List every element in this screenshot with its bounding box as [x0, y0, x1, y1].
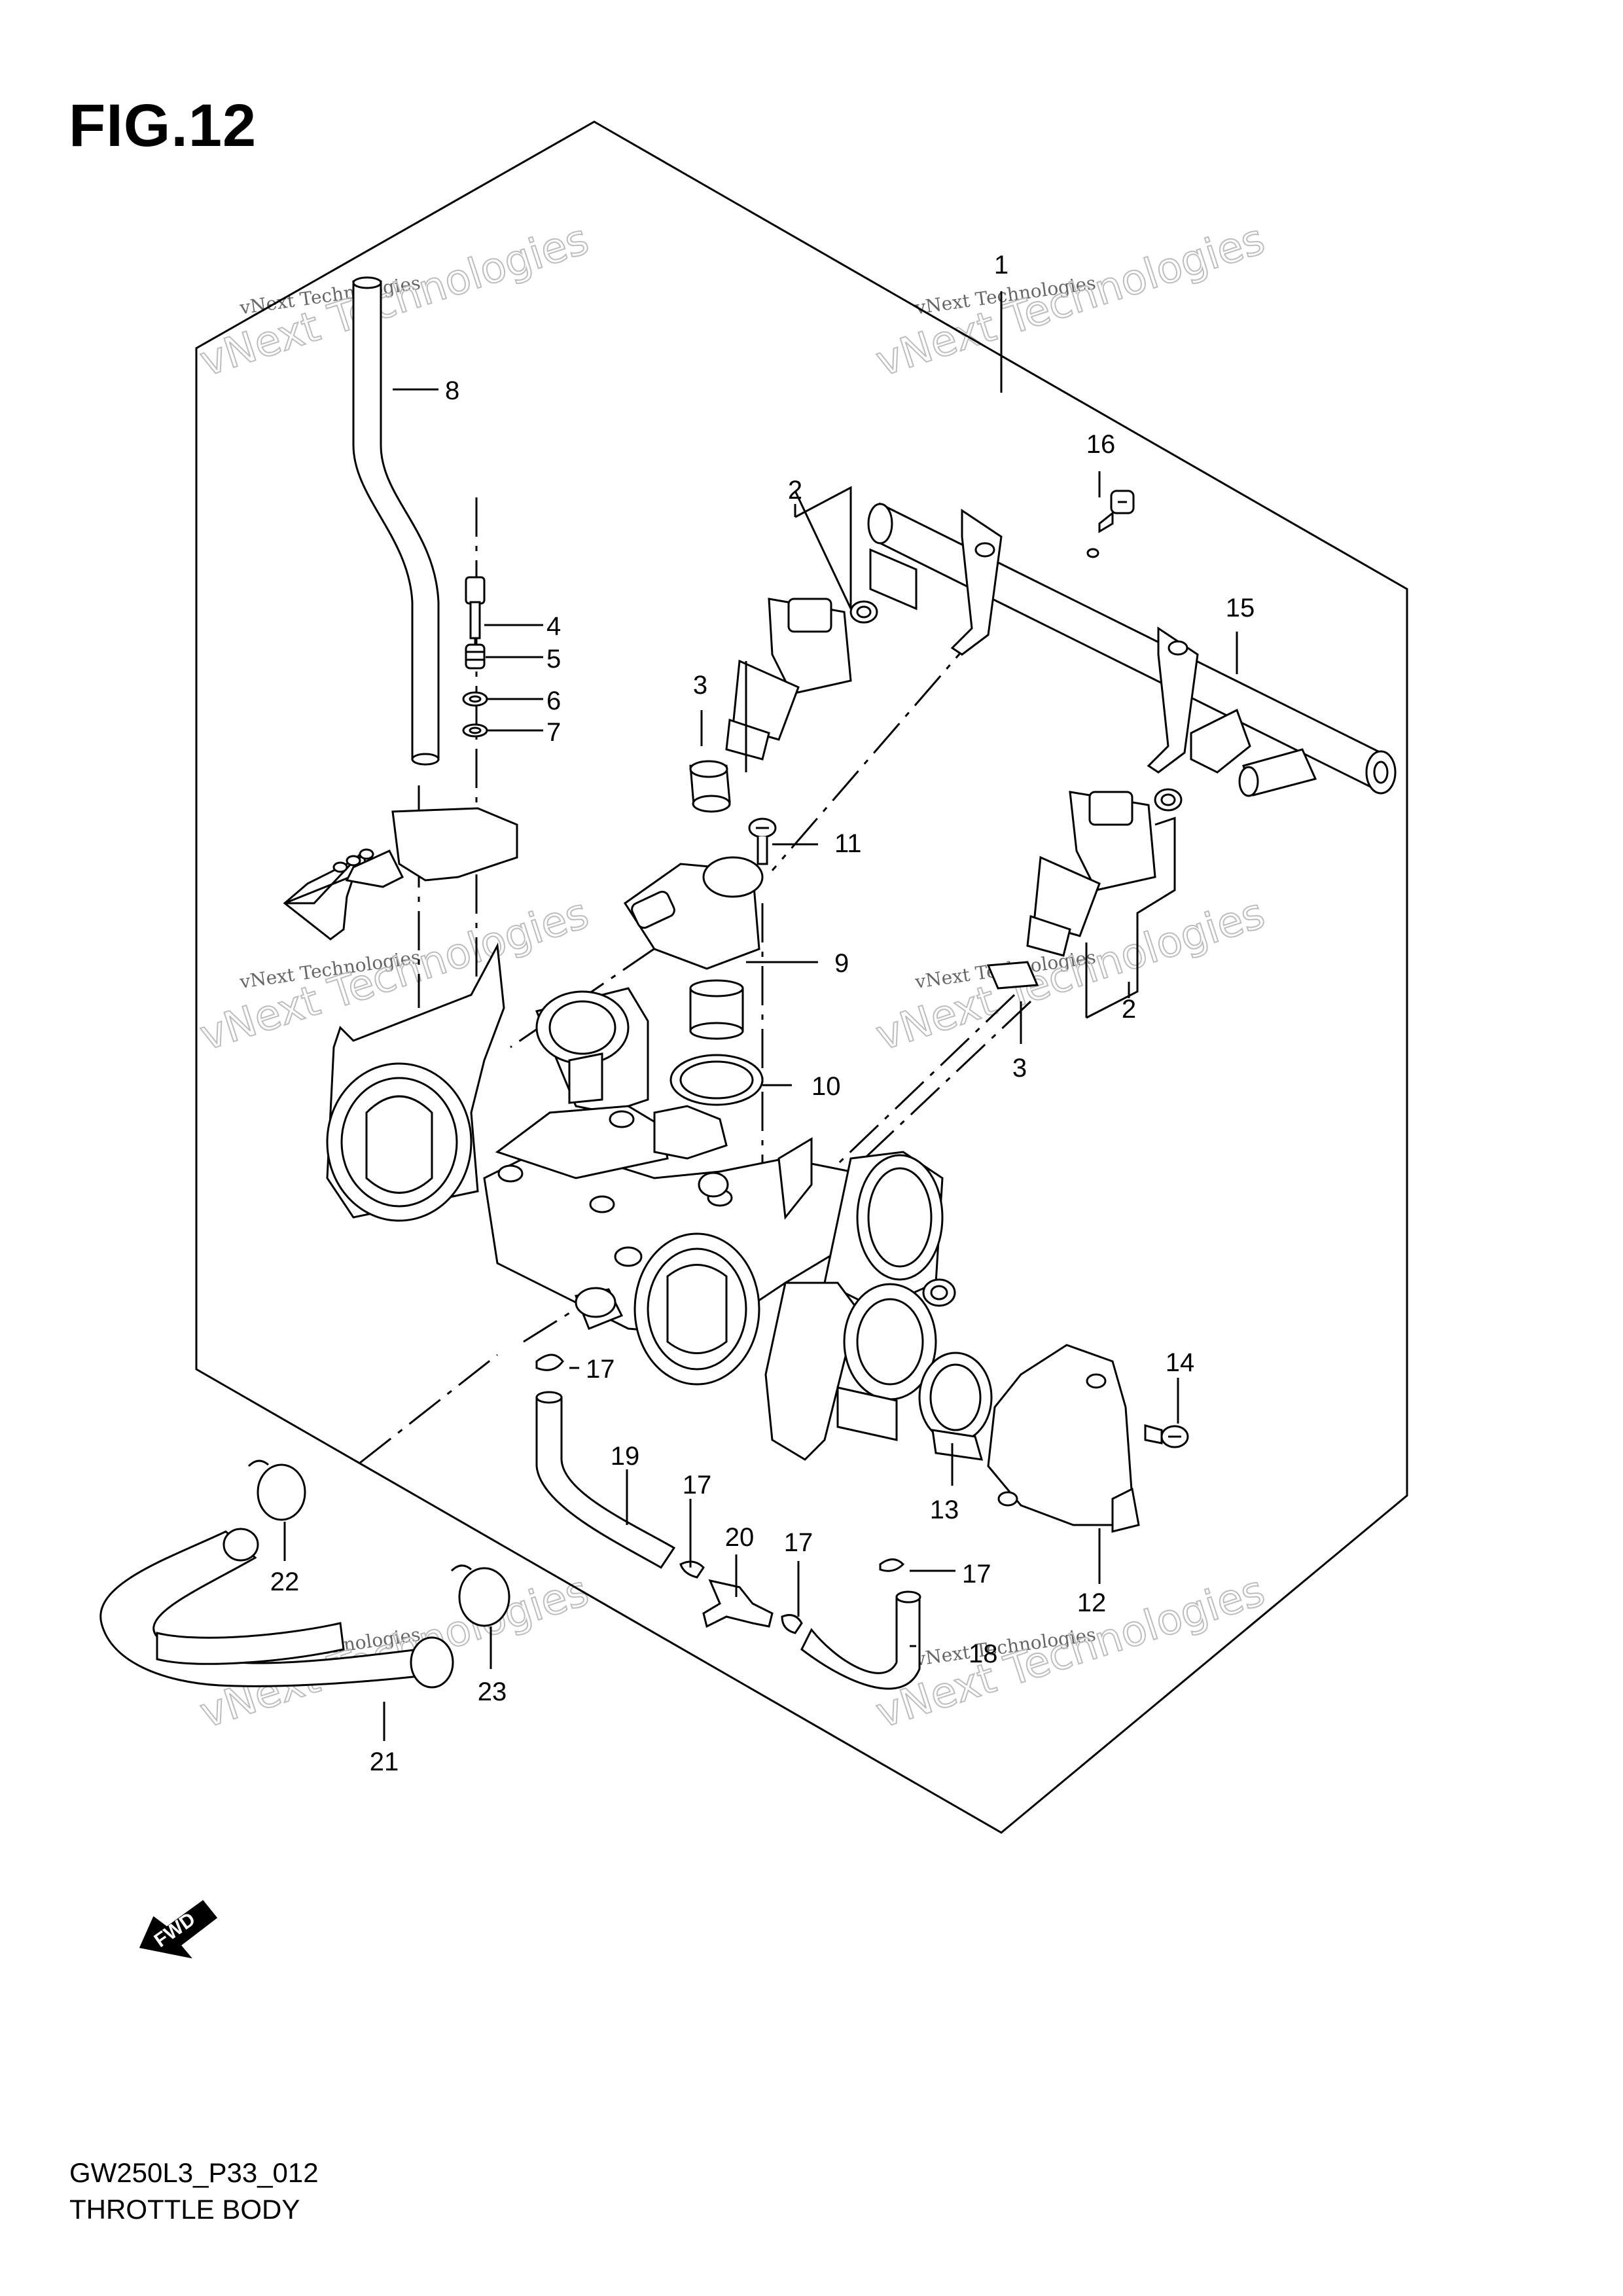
screw-16: [1098, 490, 1135, 533]
callout-10: 10: [812, 1072, 841, 1101]
callout-11: 11: [834, 829, 862, 858]
seal-ring-13: [918, 1352, 993, 1461]
hose-end: [352, 276, 382, 289]
callout-3-lower: 3: [1012, 1054, 1027, 1083]
callout-2-upper: 2: [788, 476, 802, 505]
callout-labels: 1 2 2 3 3 4 5 6 7 8 9 10 11 12 13 14 15 …: [270, 251, 1255, 1776]
callout-13: 13: [930, 1496, 959, 1524]
callout-2-lower: 2: [1122, 995, 1136, 1024]
clamps-17: [535, 1354, 905, 1634]
hose-18: [800, 1596, 921, 1690]
callout-3-upper: 3: [693, 671, 707, 700]
screw-11: [748, 817, 777, 865]
adjust-screw-stack: [462, 576, 488, 738]
screw-14: [1144, 1424, 1189, 1448]
section-name: THROTTLE BODY: [69, 2194, 300, 2225]
cushion-3-lower: [986, 961, 1039, 990]
callout-4: 4: [546, 612, 561, 641]
fuel-injector-lower: [1026, 788, 1183, 957]
callout-15: 15: [1226, 594, 1255, 622]
figure-title: FIG.12: [69, 92, 257, 159]
callout-22: 22: [270, 1568, 300, 1596]
callout-12: 12: [1077, 1588, 1107, 1617]
assembly-boundary: [195, 120, 1408, 1834]
fuel-injector-upper: [725, 490, 878, 772]
callout-19: 19: [611, 1442, 640, 1471]
hose-end: [223, 1528, 259, 1562]
leader-lines: [283, 291, 1238, 1741]
hose-end: [410, 1636, 454, 1689]
hose-end: [411, 753, 440, 766]
watermark-6: vNext Technologies vNext Technologies: [870, 1566, 1271, 1738]
watermark-2: vNext Technologies vNext Technologies: [870, 215, 1271, 387]
callout-5: 5: [546, 645, 561, 673]
callout-21: 21: [370, 1748, 399, 1776]
vacuum-hose-8: [352, 280, 440, 761]
callout-6: 6: [546, 687, 561, 715]
callout-9: 9: [834, 949, 849, 978]
callout-17-b: 17: [683, 1471, 712, 1499]
o-ring-10-inner: [679, 1060, 754, 1100]
throttle-body-main: [283, 807, 956, 1461]
callout-18: 18: [969, 1640, 998, 1668]
hose-end: [535, 1391, 563, 1404]
hose-21-branch: [156, 1622, 345, 1665]
callout-8: 8: [445, 376, 459, 405]
callout-17-a: 17: [586, 1355, 615, 1384]
clamps-22-23: [247, 1460, 510, 1627]
t-joint-20: [702, 1579, 774, 1628]
callout-14: 14: [1166, 1348, 1195, 1377]
sensor-9: [623, 856, 764, 1040]
model-code: GW250L3_P33_012: [69, 2157, 319, 2188]
hose-end: [895, 1590, 921, 1604]
hose-19: [535, 1396, 676, 1569]
callout-17-c: 17: [784, 1528, 813, 1557]
cover-12: [987, 1344, 1140, 1533]
callout-17-d: 17: [962, 1560, 991, 1588]
watermark-1: vNext Technologies vNext Technologies: [194, 215, 595, 387]
cushion-3-upper: [689, 760, 731, 813]
callout-23: 23: [478, 1677, 507, 1706]
bracket-line: [794, 486, 852, 609]
callout-7: 7: [546, 718, 561, 747]
fuel-delivery-pipe-15: [867, 502, 1397, 797]
callout-16: 16: [1086, 430, 1116, 459]
fwd-arrow-icon: FWD: [139, 1899, 218, 1959]
callout-1: 1: [994, 251, 1008, 279]
callout-20: 20: [725, 1523, 755, 1552]
hose-21: [99, 1530, 427, 1687]
